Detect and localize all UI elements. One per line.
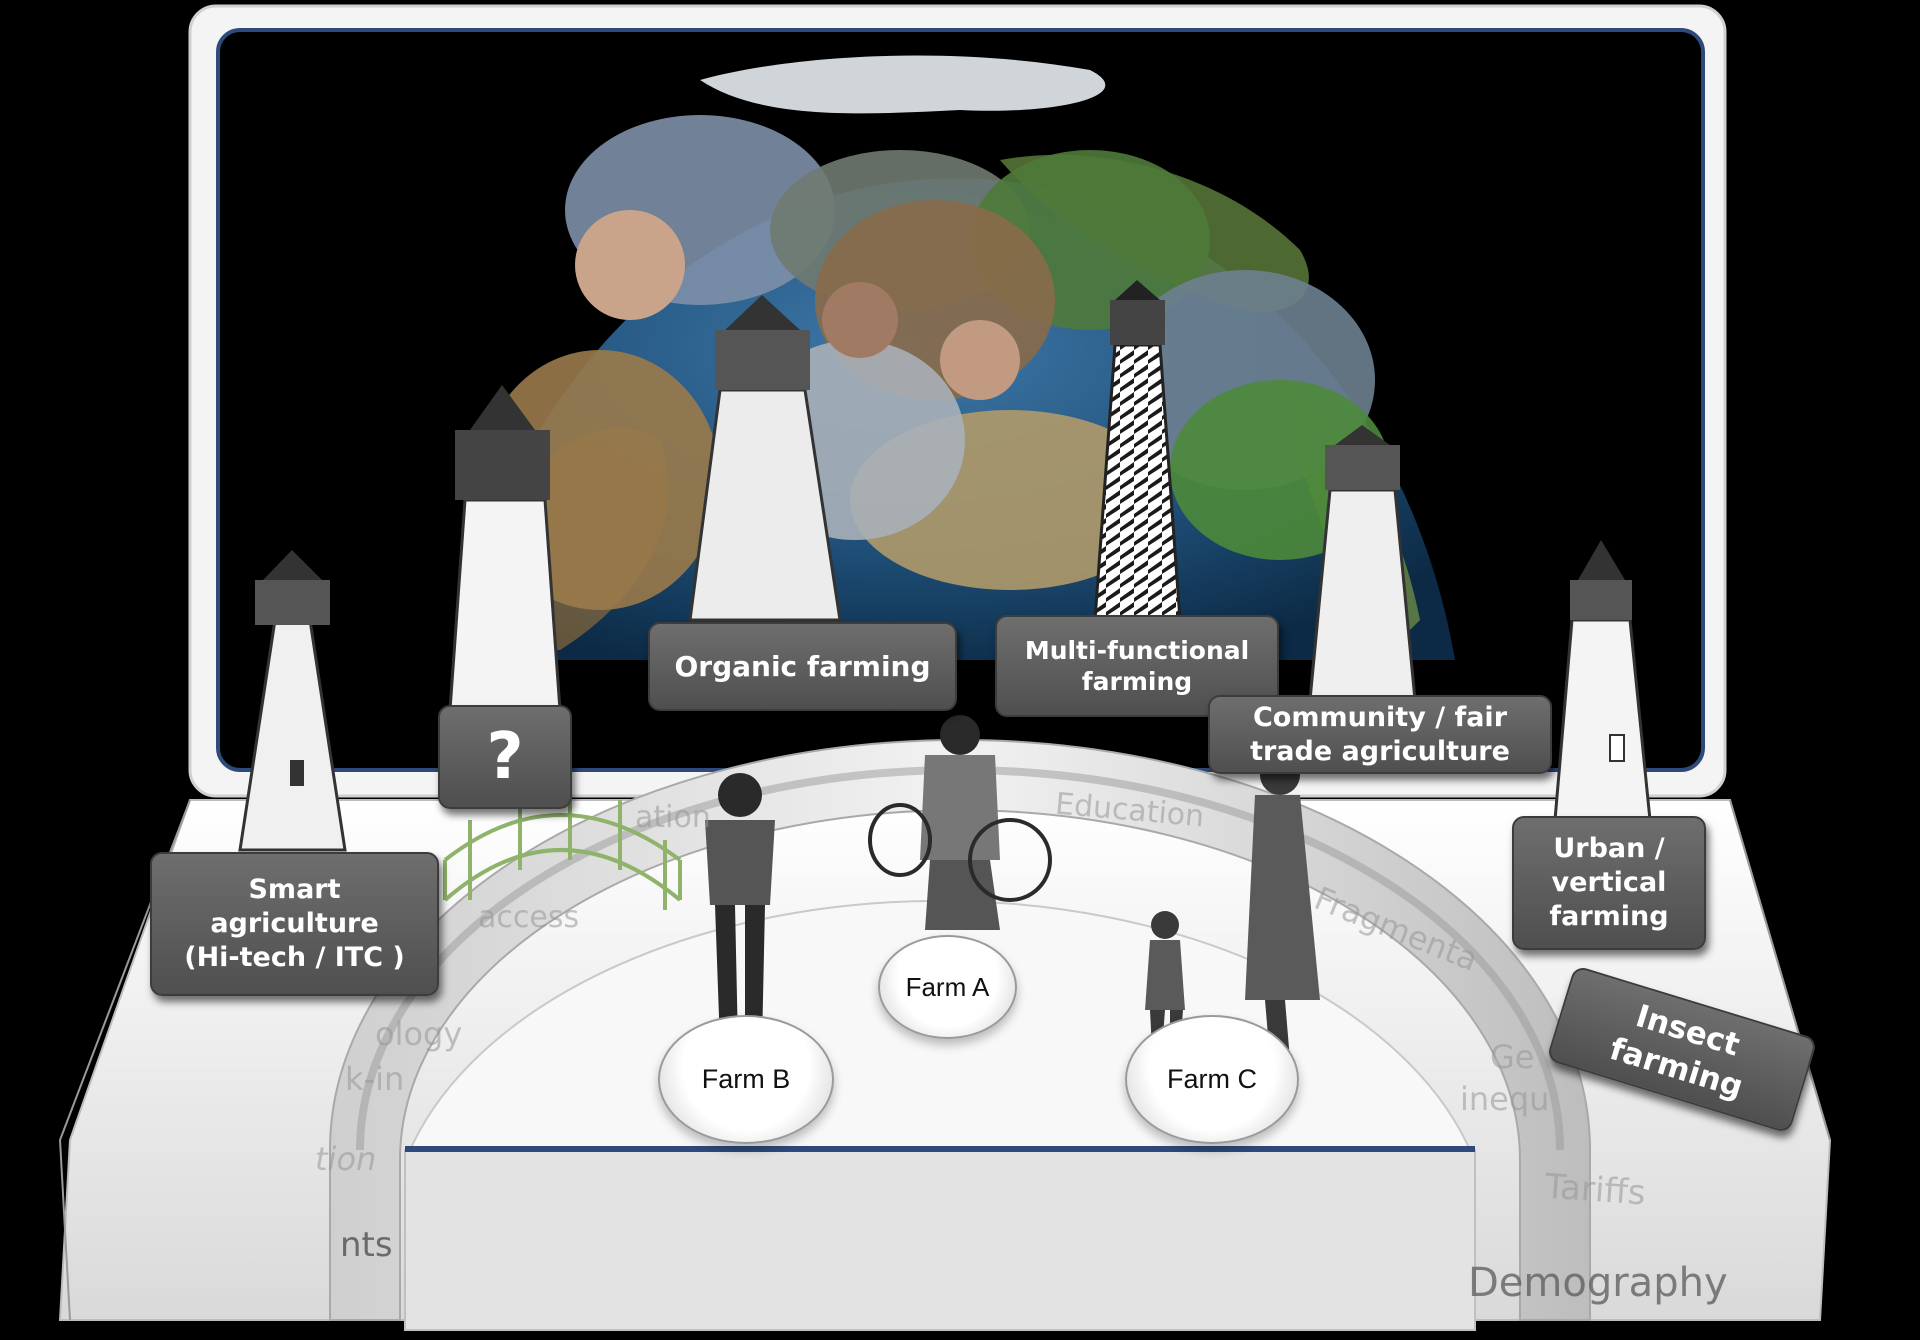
farm-disc-a: Farm A	[878, 935, 1017, 1039]
arch-word-ation: ation	[635, 800, 711, 835]
lighthouse-community	[1308, 425, 1417, 702]
figure-farm-b	[705, 773, 775, 1045]
farm-disc-c: Farm C	[1125, 1015, 1299, 1144]
arch-word-k-in: k-in	[345, 1060, 405, 1098]
arch-word-tion: tion	[315, 1140, 377, 1178]
bridge	[443, 790, 682, 910]
farm-b-label: Farm B	[701, 1064, 791, 1094]
farm-a-label: Farm A	[905, 971, 990, 1002]
lighthouse-question	[448, 385, 562, 712]
farm-c-label: Farm C	[1167, 1064, 1257, 1094]
arch-word-inequ: inequ	[1460, 1080, 1550, 1118]
arch-word-demography: Demography	[1468, 1260, 1728, 1306]
label-question: ?	[438, 705, 572, 809]
arch-word-ology: ology	[375, 1015, 463, 1053]
arch-word-nts: nts	[340, 1225, 393, 1265]
photo-collage	[480, 115, 1390, 610]
farm-disc-b: Farm B	[658, 1015, 834, 1144]
lighthouse-striped	[1093, 280, 1182, 622]
lighthouse-left	[238, 550, 347, 852]
label-community-fair-trade: Community / fair trade agriculture	[1208, 695, 1552, 774]
label-organic-farming: Organic farming	[648, 622, 957, 711]
arch-word-tariffs: Tariffs	[1543, 1166, 1647, 1214]
lighthouse-organic	[688, 295, 842, 622]
label-smart-agriculture: Smart agriculture (Hi-tech / ITC )	[150, 852, 439, 996]
arch-word-access: access	[478, 900, 580, 935]
figure-farm-a	[868, 715, 1052, 930]
arch-word-ge: Ge	[1490, 1038, 1535, 1076]
label-urban-vertical-farming: Urban / vertical farming	[1512, 816, 1706, 950]
